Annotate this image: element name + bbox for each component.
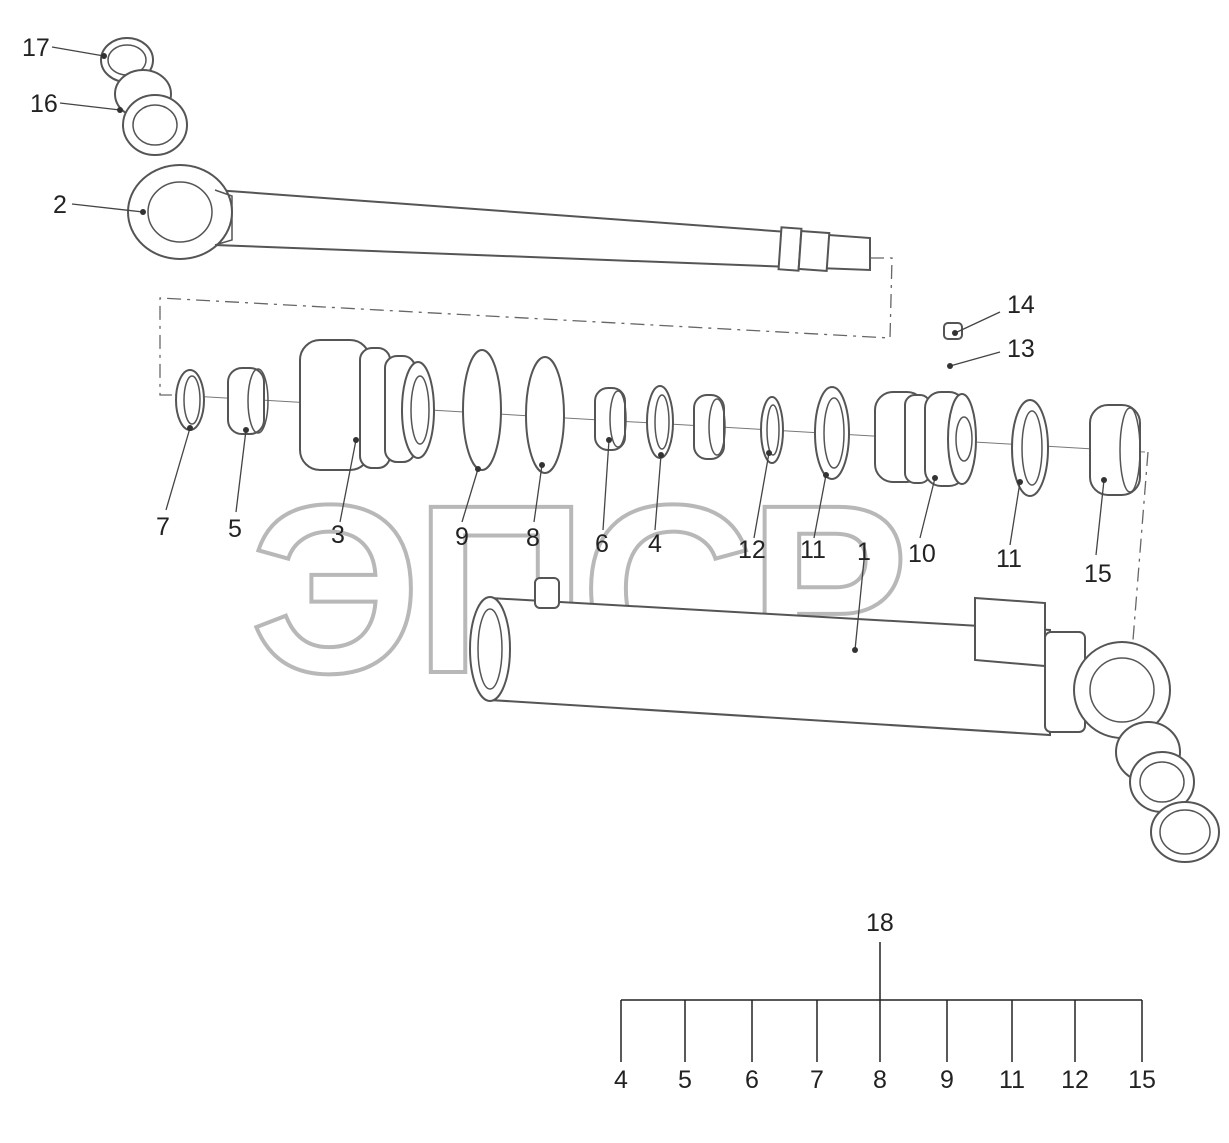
kit-items: 4 5 6 7 8 9 11 12 15 xyxy=(614,1000,1156,1094)
bottom-eye-bushings xyxy=(1115,721,1220,863)
kit-item-label: 7 xyxy=(810,1066,824,1094)
callout-10: 10 xyxy=(908,540,936,568)
part-5-bushing xyxy=(227,367,269,435)
part-16-bushing xyxy=(114,69,188,156)
part-15-bushing xyxy=(1089,404,1141,496)
eye-routing-line xyxy=(1132,451,1149,641)
part-12-ring xyxy=(760,396,784,464)
kit-item-label: 12 xyxy=(1061,1066,1089,1094)
part-2-piston-rod xyxy=(127,164,871,272)
callout-17: 17 xyxy=(22,34,50,62)
kit-item-label: 8 xyxy=(873,1066,887,1094)
part-11-seal-left xyxy=(814,386,850,480)
callout-7: 7 xyxy=(156,513,170,541)
guide-ring xyxy=(693,394,726,460)
callout-9: 9 xyxy=(455,523,469,551)
kit-item-label: 9 xyxy=(940,1066,954,1094)
callout-11-right: 11 xyxy=(996,545,1022,573)
part-1-cylinder-barrel xyxy=(469,577,1171,739)
part-6-bushing xyxy=(594,387,627,451)
callout-1: 1 xyxy=(857,538,871,566)
callout-labels: 17 16 2 7 5 3 9 8 6 4 12 11 10 11 15 1 1… xyxy=(22,34,1112,588)
callout-15: 15 xyxy=(1084,560,1112,588)
part-10-piston xyxy=(874,391,977,487)
rod-routing-line xyxy=(159,257,893,396)
callout-3: 3 xyxy=(331,521,345,549)
part-4-seal xyxy=(646,385,674,459)
callout-6: 6 xyxy=(595,530,609,558)
kit-item-label: 6 xyxy=(745,1066,759,1094)
part-11-seal-right xyxy=(1011,399,1049,497)
part-8-oring xyxy=(525,356,565,474)
kit-item-label: 11 xyxy=(999,1066,1025,1094)
callout-12: 12 xyxy=(738,536,766,564)
callout-11-left: 11 xyxy=(800,536,826,564)
kit-label: 18 xyxy=(866,909,894,937)
kit-item-label: 5 xyxy=(678,1066,692,1094)
kit-item-label: 4 xyxy=(614,1066,628,1094)
repair-kit-tree: 18 4 5 6 7 8 9 11 12 15 xyxy=(614,909,1156,1094)
part-3-gland xyxy=(299,339,435,471)
kit-item-label: 15 xyxy=(1128,1066,1156,1094)
callout-leaders xyxy=(51,46,1107,653)
callout-2: 2 xyxy=(53,191,67,219)
callout-4: 4 xyxy=(648,530,662,558)
callout-14: 14 xyxy=(1007,291,1035,319)
callout-13: 13 xyxy=(1007,335,1035,363)
callout-5: 5 xyxy=(228,515,242,543)
callout-8: 8 xyxy=(526,524,540,552)
part-9-oring xyxy=(462,349,502,471)
part-7-wiper xyxy=(175,369,205,431)
callout-16: 16 xyxy=(30,90,58,118)
